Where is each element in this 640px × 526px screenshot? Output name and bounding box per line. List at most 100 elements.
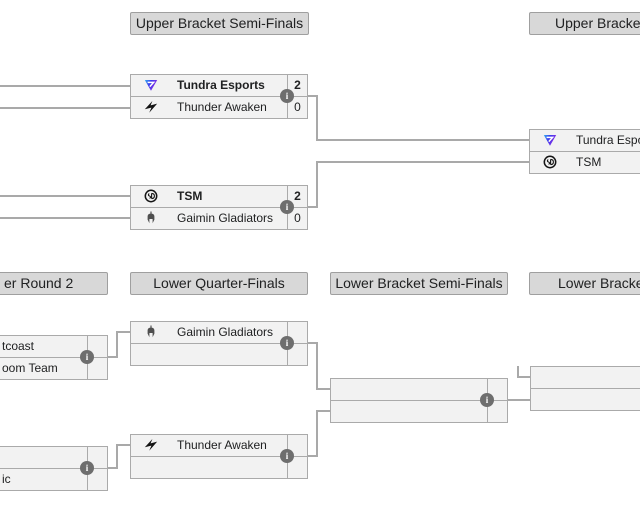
score bbox=[487, 379, 507, 400]
team-row[interactable]: Tundra Esports bbox=[530, 130, 640, 152]
thunder-awaken-logo bbox=[144, 438, 158, 452]
team-row[interactable]: Tundra Esports 2 bbox=[131, 75, 307, 97]
round-header-lower-round-2: er Round 2 bbox=[0, 272, 108, 295]
gaimin-gladiators-logo bbox=[144, 211, 158, 225]
team-name[interactable]: tcoast bbox=[2, 339, 35, 353]
connector-line bbox=[316, 139, 529, 141]
team-row[interactable]: tcoast bbox=[0, 336, 107, 358]
round-header-label: Upper Bracket Semi-Finals bbox=[135, 15, 304, 31]
score: 0 bbox=[287, 97, 307, 118]
match-lower-quarterfinal-1: Gaimin Gladiators bbox=[130, 321, 308, 366]
team-name[interactable]: Gaimin Gladiators bbox=[177, 325, 274, 339]
score bbox=[87, 469, 107, 490]
team-row[interactable]: TSM bbox=[530, 152, 640, 173]
match-lower-final bbox=[530, 366, 640, 411]
score: 2 bbox=[287, 186, 307, 207]
round-header-label: Lower Bracke bbox=[558, 275, 640, 291]
match-lower-round2-2: ic bbox=[0, 446, 108, 491]
connector-line bbox=[308, 342, 318, 344]
connector-line bbox=[316, 410, 318, 457]
connector-line bbox=[316, 342, 318, 390]
info-circle-icon[interactable]: i bbox=[280, 336, 294, 350]
connector-line bbox=[308, 455, 318, 457]
round-header-label: Lower Quarter-Finals bbox=[153, 275, 285, 291]
team-row[interactable]: oom Team bbox=[0, 358, 107, 379]
connector-line bbox=[0, 107, 130, 109]
team-name[interactable]: ic bbox=[2, 472, 11, 486]
info-circle-icon[interactable]: i bbox=[80, 350, 94, 364]
connector-line bbox=[316, 410, 330, 412]
match-upper-semifinal-2: TSM 2 Gaimin Gladiators 0 bbox=[130, 185, 308, 230]
team-row[interactable] bbox=[531, 367, 640, 389]
team-name[interactable]: TSM bbox=[576, 155, 602, 169]
info-circle-icon[interactable]: i bbox=[480, 393, 494, 407]
team-name[interactable]: Tundra Esports bbox=[576, 133, 640, 147]
match-lower-semifinal bbox=[330, 378, 508, 423]
match-upper-final: Tundra Esports TSM bbox=[529, 129, 640, 174]
connector-line bbox=[316, 388, 330, 390]
match-upper-semifinal-1: Tundra Esports 2 Thunder Awaken 0 bbox=[130, 74, 308, 119]
connector-line bbox=[108, 356, 118, 358]
round-header-upper-semifinals: Upper Bracket Semi-Finals bbox=[130, 12, 309, 35]
match-lower-quarterfinal-2: Thunder Awaken bbox=[130, 434, 308, 479]
score bbox=[287, 457, 307, 478]
connector-line bbox=[0, 217, 130, 219]
score bbox=[487, 401, 507, 422]
team-name[interactable]: Thunder Awaken bbox=[177, 100, 267, 114]
score: 2 bbox=[287, 75, 307, 96]
info-circle-icon[interactable]: i bbox=[280, 89, 294, 103]
round-header-upper-final: Upper Bracke bbox=[529, 12, 640, 35]
connector-line bbox=[308, 206, 318, 208]
team-row[interactable] bbox=[331, 379, 507, 401]
score bbox=[287, 344, 307, 365]
connector-line bbox=[508, 399, 530, 401]
team-name[interactable]: oom Team bbox=[2, 361, 58, 375]
tundra-esports-logo bbox=[543, 133, 557, 147]
info-circle-icon[interactable]: i bbox=[80, 461, 94, 475]
team-row[interactable] bbox=[531, 389, 640, 410]
tundra-esports-logo bbox=[144, 78, 158, 92]
team-row[interactable]: TSM 2 bbox=[131, 186, 307, 208]
info-circle-icon[interactable]: i bbox=[280, 200, 294, 214]
score bbox=[87, 447, 107, 468]
team-row[interactable]: Thunder Awaken bbox=[131, 435, 307, 457]
team-name[interactable]: Tundra Esports bbox=[177, 78, 265, 92]
team-row[interactable]: Gaimin Gladiators bbox=[131, 322, 307, 344]
connector-line bbox=[517, 376, 530, 378]
connector-line bbox=[116, 331, 118, 358]
connector-line bbox=[116, 444, 118, 469]
round-header-lower-quarterfinals: Lower Quarter-Finals bbox=[130, 272, 308, 295]
team-name[interactable]: TSM bbox=[177, 189, 203, 203]
round-header-label: er Round 2 bbox=[4, 275, 74, 291]
connector-line bbox=[517, 366, 519, 378]
score: 0 bbox=[287, 208, 307, 229]
score bbox=[287, 322, 307, 343]
team-name[interactable]: Thunder Awaken bbox=[177, 438, 267, 452]
connector-line bbox=[316, 161, 318, 207]
connector-line bbox=[0, 195, 130, 197]
round-header-lower-semifinals: Lower Bracket Semi-Finals bbox=[330, 272, 508, 295]
info-circle-icon[interactable]: i bbox=[280, 449, 294, 463]
connector-line bbox=[316, 95, 318, 141]
team-row[interactable] bbox=[131, 344, 307, 365]
connector-line bbox=[308, 95, 318, 97]
team-row[interactable]: ic bbox=[0, 469, 107, 490]
score bbox=[87, 358, 107, 379]
round-header-label: Lower Bracket Semi-Finals bbox=[335, 275, 503, 291]
connector-line bbox=[0, 85, 130, 87]
connector-line bbox=[316, 161, 529, 163]
team-row[interactable] bbox=[0, 447, 107, 469]
gaimin-gladiators-logo bbox=[144, 325, 158, 339]
team-name[interactable]: Gaimin Gladiators bbox=[177, 211, 274, 225]
round-header-label: Upper Bracke bbox=[555, 15, 640, 31]
connector-line bbox=[116, 331, 130, 333]
tsm-logo bbox=[543, 155, 557, 169]
connector-line bbox=[116, 444, 130, 446]
tsm-logo bbox=[144, 189, 158, 203]
team-row[interactable] bbox=[131, 457, 307, 478]
team-row[interactable]: Thunder Awaken 0 bbox=[131, 97, 307, 118]
team-row[interactable]: Gaimin Gladiators 0 bbox=[131, 208, 307, 229]
connector-line bbox=[108, 467, 118, 469]
team-row[interactable] bbox=[331, 401, 507, 422]
